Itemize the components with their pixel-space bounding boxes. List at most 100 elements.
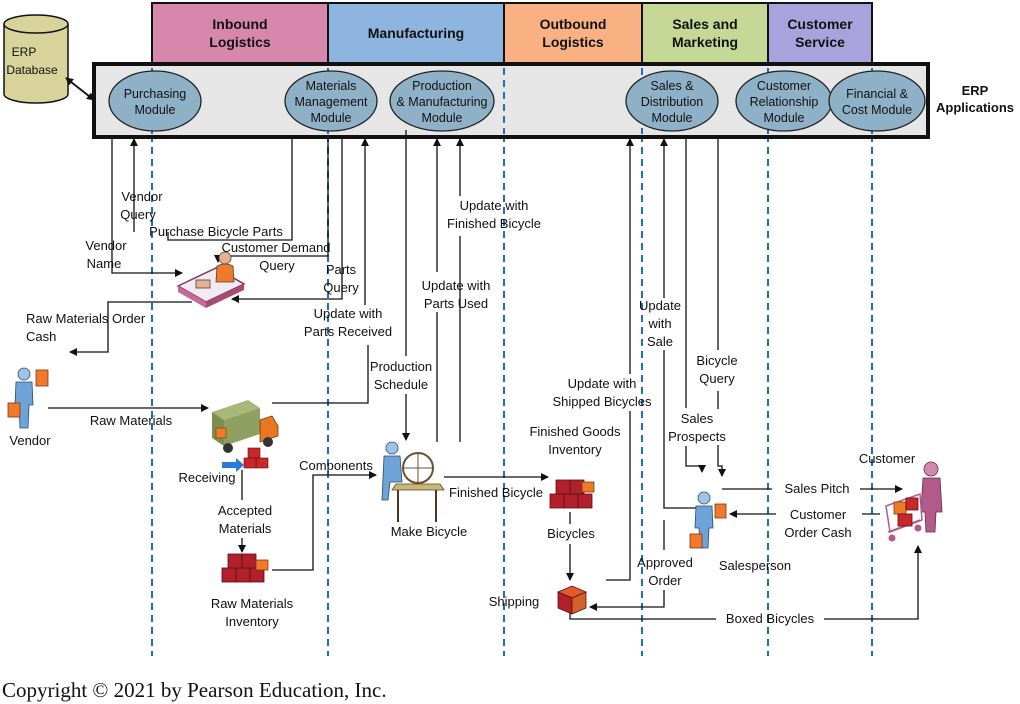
arrow-parts-query bbox=[231, 139, 343, 303]
dept-label: Customer bbox=[787, 16, 853, 32]
module-financial-cost bbox=[828, 70, 926, 132]
finished-goods-inventory-icon bbox=[549, 479, 595, 509]
bicycle-worker-icon bbox=[381, 441, 445, 522]
label-bicycles: Bicycles bbox=[547, 526, 595, 541]
arrow-raw-materials-order bbox=[69, 301, 192, 356]
dept-label: Logistics bbox=[542, 34, 604, 50]
svg-text:Financial &Cost Module: Financial & Cost Module bbox=[842, 87, 912, 117]
module-label: Purchasing bbox=[124, 87, 187, 101]
purchasing-clerk-icon bbox=[176, 251, 246, 308]
label-purchase-parts: Purchase Bicycle Parts bbox=[149, 224, 283, 239]
module-label: Distribution bbox=[641, 95, 704, 109]
dept-sales-marketing bbox=[641, 2, 769, 64]
erp-database: ERP Database bbox=[3, 14, 69, 104]
arrow-sales-prospects bbox=[685, 446, 706, 473]
erp-applications-text: ERP bbox=[962, 83, 989, 98]
module-label: Production bbox=[412, 79, 472, 93]
arrow-boxed-bicycles bbox=[824, 545, 922, 620]
dept-label: Outbound bbox=[540, 16, 607, 32]
arrow-boxed-a bbox=[569, 612, 716, 620]
arrow-parts-received bbox=[272, 345, 369, 404]
module-label: Module bbox=[135, 103, 176, 117]
arrow-bicycle-query bbox=[717, 445, 726, 477]
arrow-approved-order bbox=[589, 590, 665, 611]
module-label: Financial & bbox=[846, 87, 908, 101]
raw-materials-inventory-icon bbox=[221, 553, 269, 583]
label-receiving: Receiving bbox=[178, 470, 235, 485]
dept-customer-service bbox=[767, 2, 873, 64]
label-make-bicycle: Make Bicycle bbox=[391, 524, 468, 539]
arrow-components bbox=[272, 471, 377, 571]
dept-label: Logistics bbox=[209, 34, 271, 50]
module-label: & Manufacturing bbox=[396, 95, 487, 109]
shipping-box-icon bbox=[556, 585, 588, 615]
module-label: Module bbox=[422, 111, 463, 125]
module-sales-distribution bbox=[625, 70, 719, 132]
label-vendor: Vendor bbox=[9, 433, 51, 448]
delivery-truck-icon bbox=[212, 400, 279, 472]
database-top bbox=[3, 14, 69, 34]
modules bbox=[108, 70, 926, 132]
arrow-vendor-name bbox=[111, 139, 183, 277]
database-label: Database bbox=[6, 63, 58, 77]
module-purchasing bbox=[108, 70, 202, 132]
label-sales-pitch: Sales Pitch bbox=[784, 481, 849, 496]
arrow-customer-demand bbox=[214, 139, 329, 263]
label-boxed-bicycles: Boxed Bicycles bbox=[726, 611, 815, 626]
customer-with-cart-icon bbox=[885, 461, 943, 542]
label-shipping: Shipping bbox=[489, 594, 540, 609]
label-raw-materials: Raw Materials bbox=[90, 413, 173, 428]
arrow-purchase-parts bbox=[167, 139, 293, 241]
database-connector bbox=[65, 77, 95, 101]
module-label: Module bbox=[764, 111, 805, 125]
dept-label: Marketing bbox=[672, 34, 738, 50]
module-materials-management bbox=[284, 70, 378, 132]
flow-arrows bbox=[48, 130, 922, 620]
database-label: ERP bbox=[12, 45, 37, 59]
dept-outbound-logistics bbox=[503, 2, 643, 64]
module-label: Cost Module bbox=[842, 103, 912, 117]
module-label: Module bbox=[311, 111, 352, 125]
module-label: Management bbox=[295, 95, 368, 109]
dept-inbound-logistics bbox=[151, 2, 329, 64]
svg-text:Manufacturing: Manufacturing bbox=[368, 25, 464, 41]
dept-label: Inbound bbox=[212, 16, 267, 32]
module-label: Sales & bbox=[650, 79, 694, 93]
arrow-shipped-low bbox=[606, 411, 631, 581]
label-finished-bicycle: Finished Bicycle bbox=[449, 485, 543, 500]
copyright-notice: Copyright © 2021 by Pearson Education, I… bbox=[2, 678, 387, 702]
module-label: Relationship bbox=[750, 95, 819, 109]
salesperson-icon bbox=[689, 491, 727, 549]
module-label: Customer bbox=[757, 79, 811, 93]
